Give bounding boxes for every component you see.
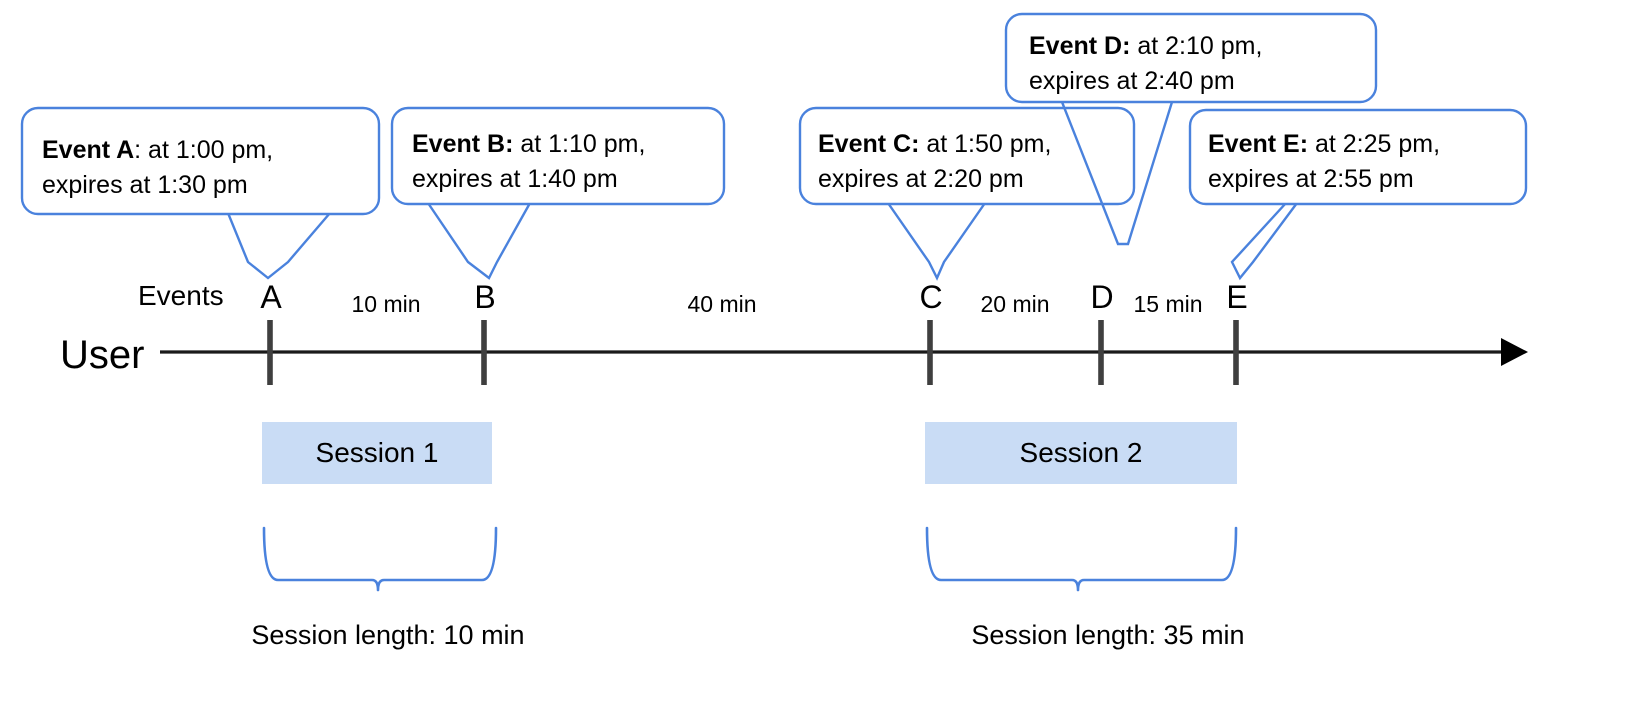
callout-lead-e: Event E: [1208, 130, 1308, 158]
axis-events-label: Events [138, 280, 224, 311]
callout-tail-a [226, 212, 331, 280]
interval-label-b-c: 40 min [687, 291, 756, 317]
callout-event-a[interactable]: Event A: at 1:00 pm, expires at 1:30 pm [20, 106, 381, 280]
callout-event-e[interactable]: Event E: at 2:25 pm, expires at 2:55 pm [1188, 108, 1528, 281]
tick-group-a: A [260, 279, 282, 385]
callout-line1-a: at 1:00 pm, [141, 136, 273, 164]
callout-sep-a: : [134, 136, 141, 164]
tick-label-a: A [260, 279, 282, 315]
callout-line1-c: at 1:50 pm, [919, 130, 1051, 158]
session-brace-2 [925, 526, 1238, 592]
callout-text-d-line2: expires at 2:40 pm [1029, 67, 1235, 95]
tick-group-d: D [1090, 279, 1114, 385]
callout-text-b-line1: Event B: at 1:10 pm, [412, 130, 645, 158]
callout-lead-c: Event C: [818, 130, 919, 158]
callout-lead-b: Event B: [412, 130, 513, 158]
session-label-1: Session 1 [316, 437, 439, 468]
session-bar-2[interactable]: Session 2 [925, 422, 1237, 484]
session-length-label-1: Session length: 10 min [251, 620, 524, 650]
callout-event-c[interactable]: Event C: at 1:50 pm, expires at 2:20 pm [798, 106, 1136, 281]
callout-text-d-line1: Event D: at 2:10 pm, [1029, 32, 1262, 60]
callout-text-c-line2: expires at 2:20 pm [818, 165, 1024, 193]
tick-group-e: E [1226, 279, 1248, 385]
session-rect-2 [925, 422, 1237, 484]
callout-line1-d: at 2:10 pm, [1130, 32, 1262, 60]
callout-tail-c [887, 202, 986, 281]
callout-box-d [1004, 12, 1378, 104]
callout-text-a-line1: Event A: at 1:00 pm, [42, 136, 273, 164]
callout-event-d[interactable]: Event D: at 2:10 pm, expires at 2:40 pm [1004, 12, 1378, 246]
tick-label-b: B [474, 279, 495, 315]
tick-group-c: C [919, 279, 943, 385]
session-length-label-2: Session length: 35 min [971, 620, 1244, 650]
callout-lead-d: Event D: [1029, 32, 1130, 60]
callout-text-e-line1: Event E: at 2:25 pm, [1208, 130, 1440, 158]
callout-tail-b [427, 202, 532, 280]
session-bar-1[interactable]: Session 1 [262, 422, 492, 484]
callout-text-a-line2: expires at 1:30 pm [42, 171, 248, 199]
tick-label-e: E [1226, 279, 1247, 315]
callout-line1-e: at 2:25 pm, [1308, 130, 1440, 158]
axis-arrow-icon [1501, 338, 1528, 366]
session-rect-1 [262, 422, 492, 484]
callout-line1-b: at 1:10 pm, [513, 130, 645, 158]
tick-label-c: C [919, 279, 942, 315]
callout-box-a [20, 106, 381, 216]
callout-tail-e [1230, 202, 1298, 281]
tick-label-d: D [1090, 279, 1113, 315]
callout-text-e-line2: expires at 2:55 pm [1208, 165, 1414, 193]
callout-text-b-line2: expires at 1:40 pm [412, 165, 618, 193]
callout-box-b [390, 106, 726, 206]
callout-event-b[interactable]: Event B: at 1:10 pm, expires at 1:40 pm [390, 106, 726, 280]
interval-label-d-e: 15 min [1133, 291, 1202, 317]
callout-box-e [1188, 108, 1528, 206]
callout-text-c-line1: Event C: at 1:50 pm, [818, 130, 1051, 158]
interval-label-c-d: 20 min [980, 291, 1049, 317]
axis-user-label: User [60, 333, 144, 377]
session-brace-1 [262, 526, 498, 592]
interval-label-a-b: 10 min [351, 291, 420, 317]
callout-lead-a: Event A [42, 136, 134, 164]
session-label-2: Session 2 [1020, 437, 1143, 468]
tick-group-b: B [474, 279, 496, 385]
callout-box-c [798, 106, 1136, 206]
callout-tail-d [1060, 101, 1174, 246]
